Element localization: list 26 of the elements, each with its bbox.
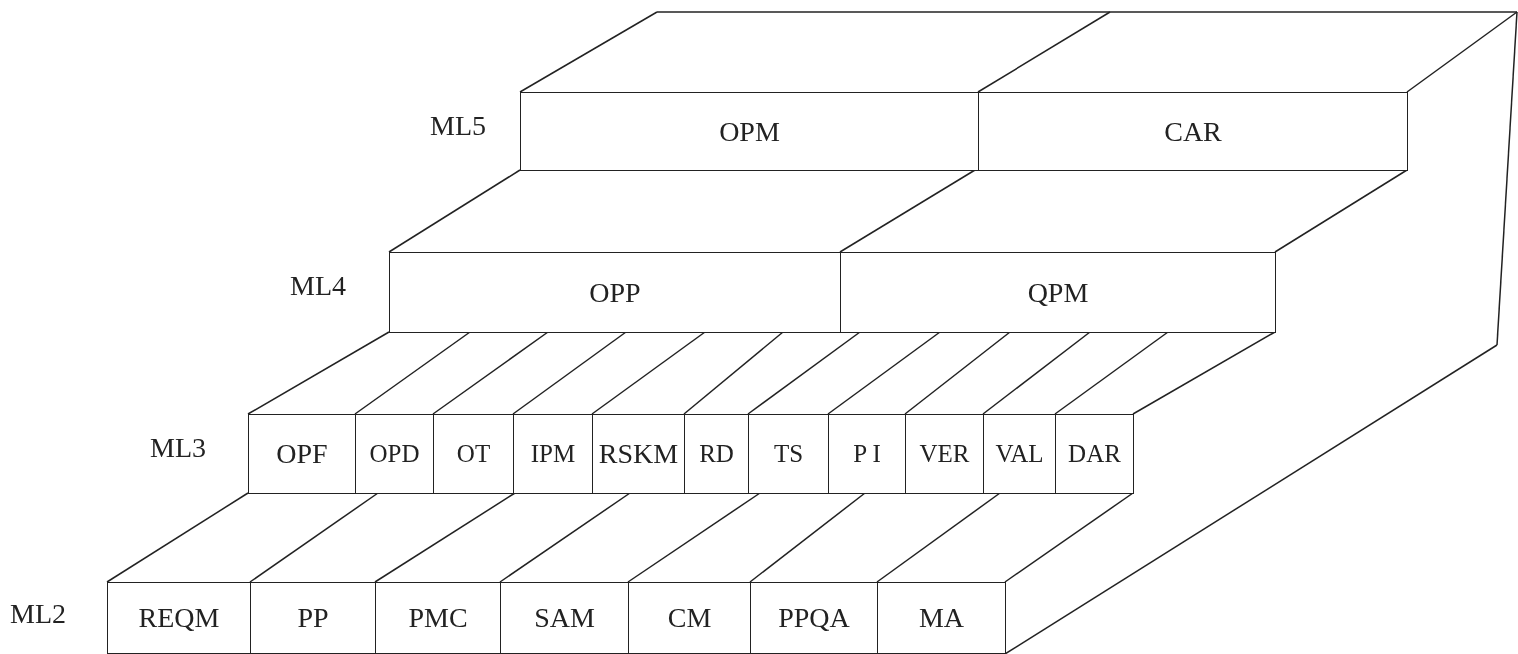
process-area-box: PPQA [750, 582, 878, 654]
process-area-box: RD [684, 414, 749, 494]
process-area-box: PP [250, 582, 376, 654]
process-area-box: TS [748, 414, 829, 494]
maturity-level-label: ML5 [430, 110, 486, 142]
maturity-level-label: ML2 [10, 598, 66, 630]
process-area-box: PMC [375, 582, 501, 654]
process-area-box: OPD [355, 414, 434, 494]
maturity-level-label: ML3 [150, 432, 206, 464]
process-area-box: MA [877, 582, 1006, 654]
process-area-box: OPM [520, 92, 979, 171]
process-area-box: OPF [248, 414, 356, 494]
process-area-box: DAR [1055, 414, 1134, 494]
maturity-level-label: ML4 [290, 270, 346, 302]
process-area-box: QPM [840, 252, 1276, 333]
process-area-box: CM [628, 582, 751, 654]
process-area-box: OT [433, 414, 514, 494]
process-area-box: P I [828, 414, 906, 494]
process-area-box: SAM [500, 582, 629, 654]
process-area-box: OPP [389, 252, 841, 333]
process-area-box: REQM [107, 582, 251, 654]
process-area-box: VAL [983, 414, 1056, 494]
process-area-box: CAR [978, 92, 1408, 171]
process-area-box: RSKM [592, 414, 685, 494]
process-area-box: VER [905, 414, 984, 494]
process-area-box: IPM [513, 414, 593, 494]
